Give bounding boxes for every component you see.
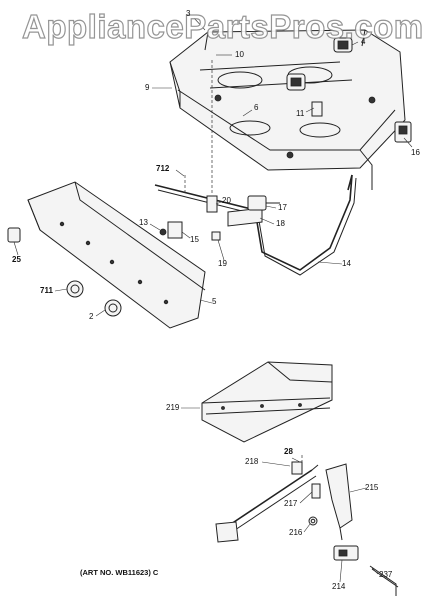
callout-4: 4 xyxy=(361,37,366,46)
callout-20: 20 xyxy=(222,196,231,205)
callout-17: 17 xyxy=(278,203,287,212)
callout-15: 15 xyxy=(190,235,199,244)
burner-box xyxy=(169,29,412,190)
callout-214: 214 xyxy=(332,582,346,591)
callout-217: 217 xyxy=(284,499,298,508)
manifold-panel xyxy=(7,181,206,329)
manifold-tube xyxy=(154,60,357,276)
leader-lines xyxy=(13,17,413,583)
callout-19: 19 xyxy=(218,259,227,268)
callout-9: 9 xyxy=(145,83,150,92)
callout-219: 219 xyxy=(166,403,180,412)
callout-5: 5 xyxy=(212,297,217,306)
callout-2: 2 xyxy=(89,312,94,321)
art-number: (ART NO. WB11623) C xyxy=(80,568,159,577)
callout-28: 28 xyxy=(284,447,293,456)
callout-237: 237 xyxy=(379,570,393,579)
callout-16: 16 xyxy=(411,148,420,157)
callout-218: 218 xyxy=(245,457,259,466)
callout-10: 10 xyxy=(235,50,244,59)
callout-6: 6 xyxy=(254,103,259,112)
callout-215: 215 xyxy=(365,483,379,492)
broiler-burner xyxy=(215,455,399,596)
callout-711: 711 xyxy=(40,286,53,295)
callout-14: 14 xyxy=(342,259,351,268)
callout-3: 3 xyxy=(186,9,191,18)
callout-216: 216 xyxy=(289,528,303,537)
callout-712: 712 xyxy=(156,164,170,173)
broiler-shield xyxy=(201,361,333,443)
callout-13: 13 xyxy=(139,218,148,227)
callout-11: 11 xyxy=(296,109,305,118)
watermark: AppliancePartsPros.com xyxy=(21,7,424,45)
callout-25: 25 xyxy=(12,255,21,264)
callout-18: 18 xyxy=(276,219,285,228)
